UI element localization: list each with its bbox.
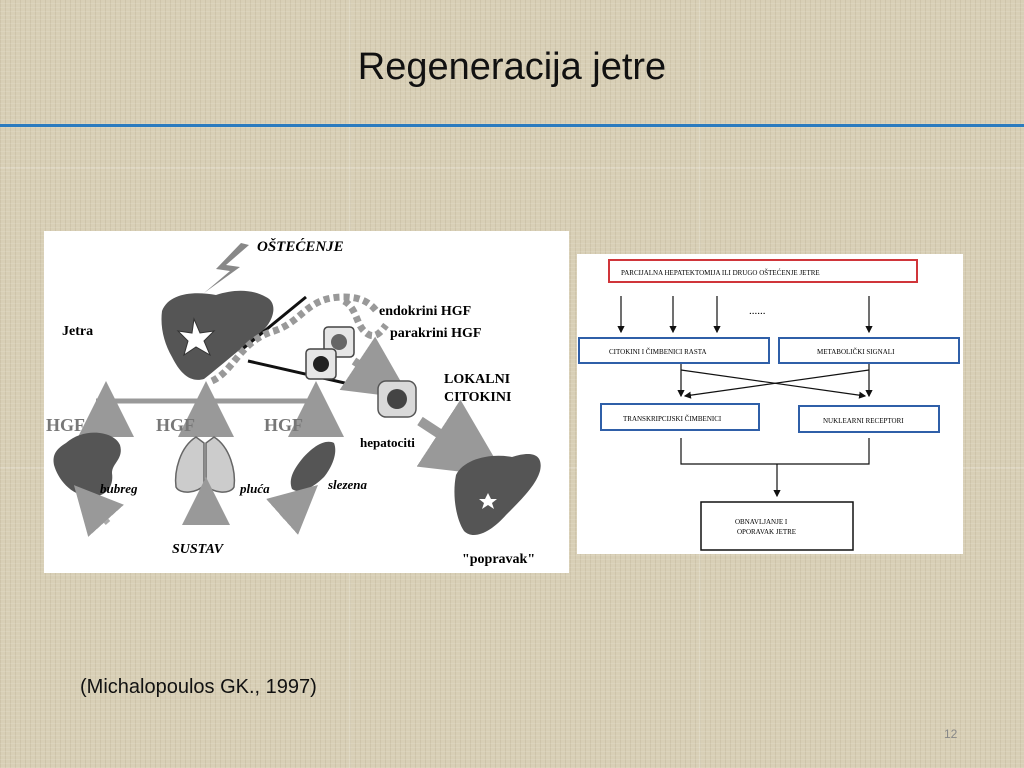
arrow-icon xyxy=(73,485,124,537)
endocrine-bead-chain xyxy=(210,293,381,385)
box-obnavljanje-line1: OBNAVLJANJE I xyxy=(735,518,788,526)
arrow-icon xyxy=(416,399,506,477)
cell-nucleus-icon xyxy=(313,356,329,372)
liver-regeneration-figure: OŠTEĆENJE Jetra endokrini HGF parakrini … xyxy=(44,231,569,573)
repaired-liver-icon xyxy=(454,453,541,536)
signaling-flowchart: PARCIJALNA HEPATEKTOMIJA ILI DRUGO OŠTEĆ… xyxy=(578,259,960,551)
citokini-label: CITOKINI xyxy=(444,390,511,405)
box-nuklearni xyxy=(798,405,940,433)
star-icon xyxy=(176,317,216,357)
parakrini-hgf-label: parakrini HGF xyxy=(390,326,481,341)
lungs-icon xyxy=(174,436,236,493)
small-star-icon xyxy=(479,493,497,509)
box-metabolicki-label: METABOLIČKI SIGNALI xyxy=(817,348,895,356)
popravak-label: "popravak" xyxy=(462,552,535,567)
hgf-label: HGF xyxy=(156,415,195,435)
box-obnavljanje-line2: OPORAVAK JETRE xyxy=(737,528,796,536)
signaling-flowchart-figure: PARCIJALNA HEPATEKTOMIJA ILI DRUGO OŠTEĆ… xyxy=(577,254,963,554)
spleen-icon xyxy=(290,441,336,492)
citation: (Michalopoulos GK., 1997) xyxy=(80,676,317,698)
liver-regeneration-diagram: OŠTEĆENJE Jetra endokrini HGF parakrini … xyxy=(46,238,541,567)
title-divider xyxy=(0,124,1024,127)
ostecenje-label: OŠTEĆENJE xyxy=(257,238,344,255)
box-citokini xyxy=(578,337,770,364)
slide-title: Regeneracija jetre xyxy=(357,46,667,88)
box-citokini-label: CITOKINI I ČIMBENICI RASTA xyxy=(609,348,707,356)
slezena-label: slezena xyxy=(327,477,368,492)
sustav-label: SUSTAV xyxy=(172,542,225,557)
hgf-label: HGF xyxy=(264,415,303,435)
lokalni-label: LOKALNI xyxy=(444,372,510,387)
hepatocyte-nucleus-icon xyxy=(387,389,407,409)
lightning-icon xyxy=(204,243,249,293)
arrow-icon xyxy=(683,369,870,399)
top-box-label: PARCIJALNA HEPATEKTOMIJA ILI DRUGO OŠTEĆ… xyxy=(621,269,820,277)
top-box xyxy=(608,259,918,283)
merge-connector xyxy=(680,438,870,465)
box-metabolicki xyxy=(778,337,960,364)
ellipsis-label: ...... xyxy=(749,305,766,317)
hgf-label: HGF xyxy=(46,415,85,435)
jetra-label: Jetra xyxy=(62,324,93,339)
paracrine-bead-chain xyxy=(342,297,389,340)
box-obnavljanje xyxy=(700,501,854,551)
cell-nucleus-icon xyxy=(331,334,347,350)
arrow-icon xyxy=(266,485,318,535)
endokrini-hgf-label: endokrini HGF xyxy=(379,304,471,319)
hepatociti-label: hepatociti xyxy=(360,435,415,450)
box-transkripcijski xyxy=(600,403,760,431)
page-number: 12 xyxy=(944,727,958,741)
box-transkripcijski-label: TRANSKRIPCIJSKI ČIMBENICI xyxy=(623,415,722,423)
pluca-label: pluća xyxy=(239,481,270,496)
bubreg-label: bubreg xyxy=(100,481,138,496)
box-nuklearni-label: NUKLEARNI RECEPTORI xyxy=(823,417,904,425)
arrow-icon xyxy=(339,336,411,399)
kidney-icon xyxy=(53,432,121,497)
injured-liver-icon xyxy=(161,290,274,380)
